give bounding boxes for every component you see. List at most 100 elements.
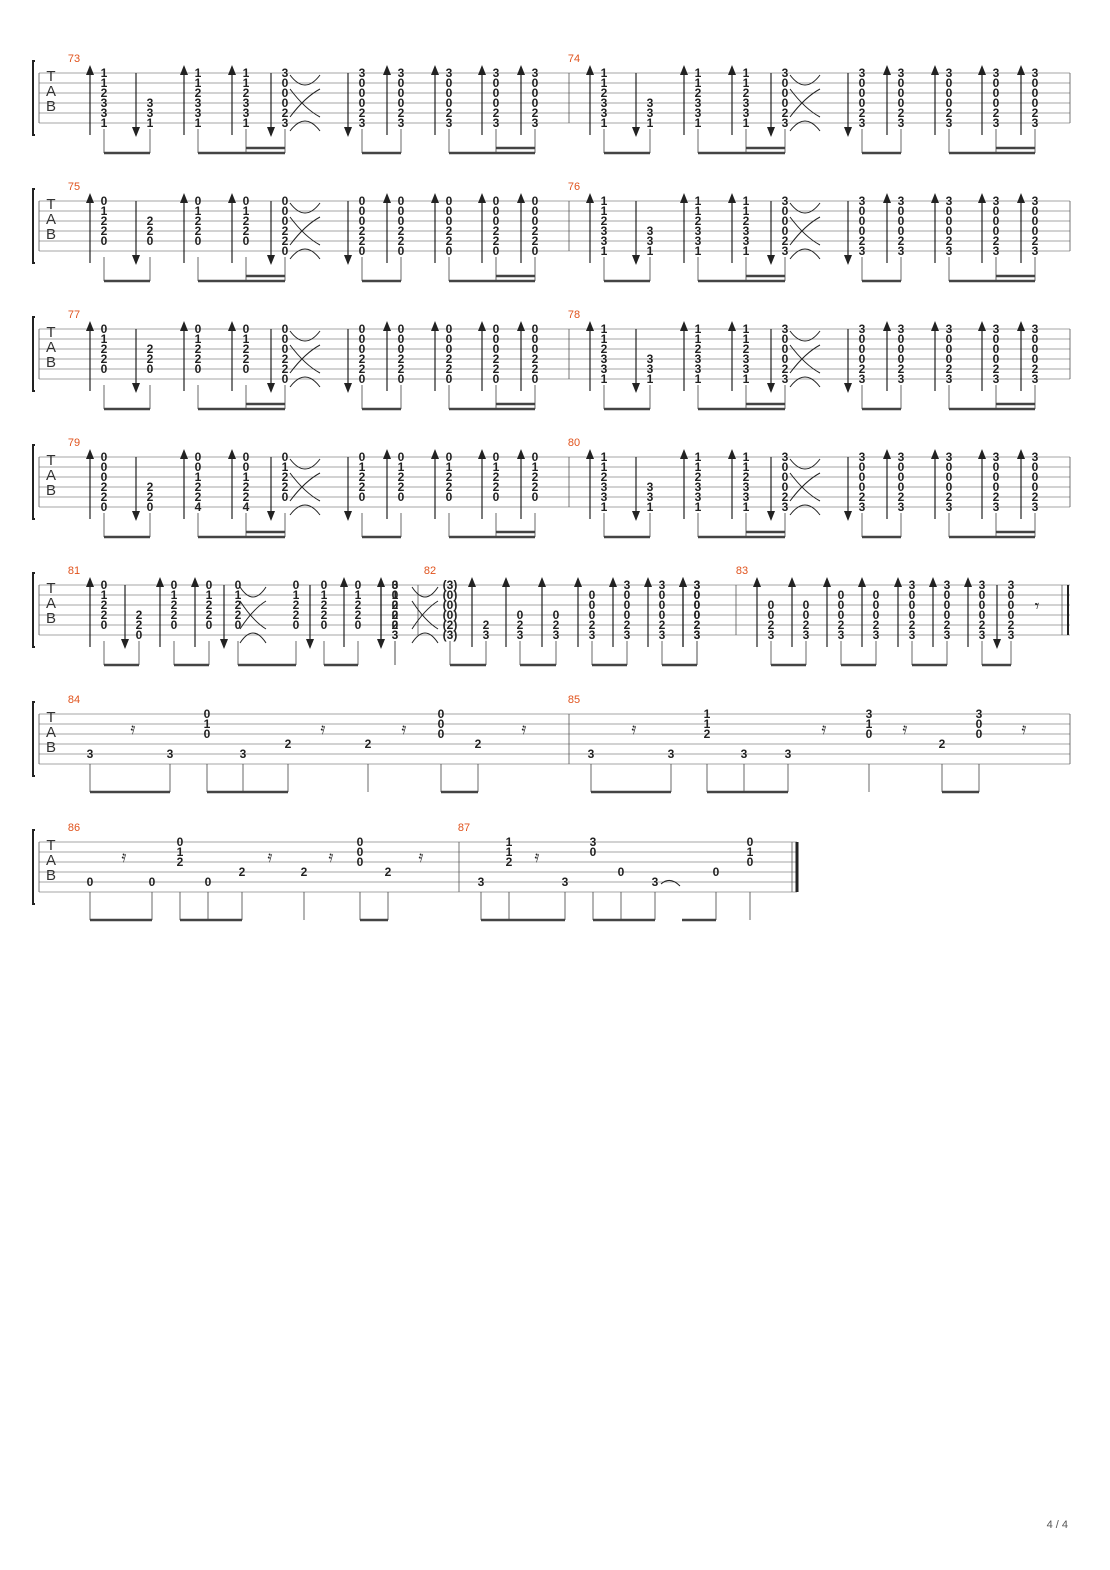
system-bracket (32, 701, 35, 777)
fret-number: 0 (747, 855, 754, 869)
fret-number: 0 (195, 194, 202, 208)
fret-number: 2 (282, 106, 289, 120)
fret-number: 3 (859, 66, 866, 80)
rest-icon: 𝄿 (268, 847, 273, 866)
fret-number: 3 (743, 480, 750, 494)
fret-number: 2 (532, 224, 539, 238)
fret-number: 3 (695, 224, 702, 238)
strum-up-arrow-icon (180, 193, 188, 203)
fret-number: 0 (282, 204, 289, 218)
fret-number: 1 (243, 204, 250, 218)
fret-number: 3 (993, 372, 1000, 386)
fret-number: 3 (532, 116, 539, 130)
fret-number: 3 (898, 194, 905, 208)
fret-number: 0 (1032, 480, 1039, 494)
fret-number: 1 (392, 588, 399, 602)
fret-number: 3 (493, 66, 500, 80)
fret-number: 0 (976, 727, 983, 741)
fret-number: 2 (743, 86, 750, 100)
strum-down-arrow-icon (306, 639, 314, 649)
fret-number: 3 (517, 628, 524, 642)
tie-arc (789, 216, 821, 246)
fret-number: 2 (446, 106, 453, 120)
fret-number: 0 (993, 96, 1000, 110)
strum-up-arrow-icon (431, 449, 439, 459)
fret-number: 1 (601, 322, 608, 336)
fret-number: 1 (695, 204, 702, 218)
fret-number: 3 (1032, 372, 1039, 386)
strum-down-arrow-icon (767, 383, 775, 393)
fret-number: 2 (392, 608, 399, 622)
fret-number: 0 (898, 470, 905, 484)
rest-icon: 𝄿 (329, 847, 334, 866)
fret-number: 0 (1008, 598, 1015, 612)
fret-number: 3 (743, 234, 750, 248)
fret-number: 0 (946, 76, 953, 90)
fret-number: 0 (398, 96, 405, 110)
fret-number: 0 (782, 96, 789, 110)
tie-arc (289, 472, 321, 502)
fret-number: 0 (898, 224, 905, 238)
fret-number: 0 (859, 86, 866, 100)
fret-number: 0 (438, 727, 445, 741)
fret-number: 0 (946, 460, 953, 474)
fret-number: 0 (993, 76, 1000, 90)
fret-number: 3 (647, 362, 654, 376)
fret-number: 0 (359, 96, 366, 110)
fret-number: 0 (532, 372, 539, 386)
strum-down-arrow-icon (267, 127, 275, 137)
fret-number: 1 (695, 244, 702, 258)
strum-up-arrow-icon (586, 193, 594, 203)
fret-number: 2 (532, 352, 539, 366)
fret-number: 3 (601, 224, 608, 238)
fret-number: 0 (866, 727, 873, 741)
fret-number: 3 (859, 322, 866, 336)
strum-up-arrow-icon (156, 577, 164, 587)
fret-number: 3 (993, 244, 1000, 258)
fret-number: 1 (601, 450, 608, 464)
fret-number: 2 (898, 490, 905, 504)
fret-number: 0 (1032, 342, 1039, 356)
fret-number: 0 (243, 460, 250, 474)
fret-number: 0 (398, 322, 405, 336)
fret-number: 1 (743, 244, 750, 258)
fret-number: 0 (1032, 96, 1039, 110)
fret-number: 2 (517, 618, 524, 632)
tab-clef-letter: T (46, 709, 55, 726)
fret-number: 2 (782, 490, 789, 504)
fret-number: 3 (588, 747, 595, 761)
fret-number: 1 (493, 460, 500, 474)
fret-number: 2 (147, 224, 154, 238)
fret-number: 2 (946, 106, 953, 120)
fret-number: 2 (293, 608, 300, 622)
fret-number: 0 (359, 214, 366, 228)
fret-number: 0 (993, 224, 1000, 238)
fret-number: 0 (493, 86, 500, 100)
fret-number: 0 (694, 608, 701, 622)
fret-number: 3 (993, 194, 1000, 208)
fret-number: 2 (695, 470, 702, 484)
fret-number: 2 (1032, 234, 1039, 248)
fret-number: 2 (365, 737, 372, 751)
fret-number: 1 (206, 588, 213, 602)
fret-number: 3 (647, 96, 654, 110)
fret-number: 4 (243, 500, 250, 514)
fret-number: 0 (359, 76, 366, 90)
fret-number: 3 (743, 490, 750, 504)
fret-number: 3 (359, 66, 366, 80)
fret-number: 0 (446, 194, 453, 208)
fret-number: 3 (601, 362, 608, 376)
strum-up-arrow-icon (609, 577, 617, 587)
fret-number: 0 (993, 352, 1000, 366)
tab-staff: TAB7311233133111233111233130002330002330… (32, 53, 1071, 155)
fret-number: 3 (859, 500, 866, 514)
fret-number: 3 (647, 234, 654, 248)
fret-number: 0 (517, 608, 524, 622)
fret-number: 1 (704, 707, 711, 721)
fret-number: 0 (359, 204, 366, 218)
fret-number: 2 (359, 224, 366, 238)
fret-number: 3 (743, 352, 750, 366)
fret-number: 0 (195, 234, 202, 248)
fret-number: 3 (1032, 66, 1039, 80)
fret-number: 3 (282, 116, 289, 130)
